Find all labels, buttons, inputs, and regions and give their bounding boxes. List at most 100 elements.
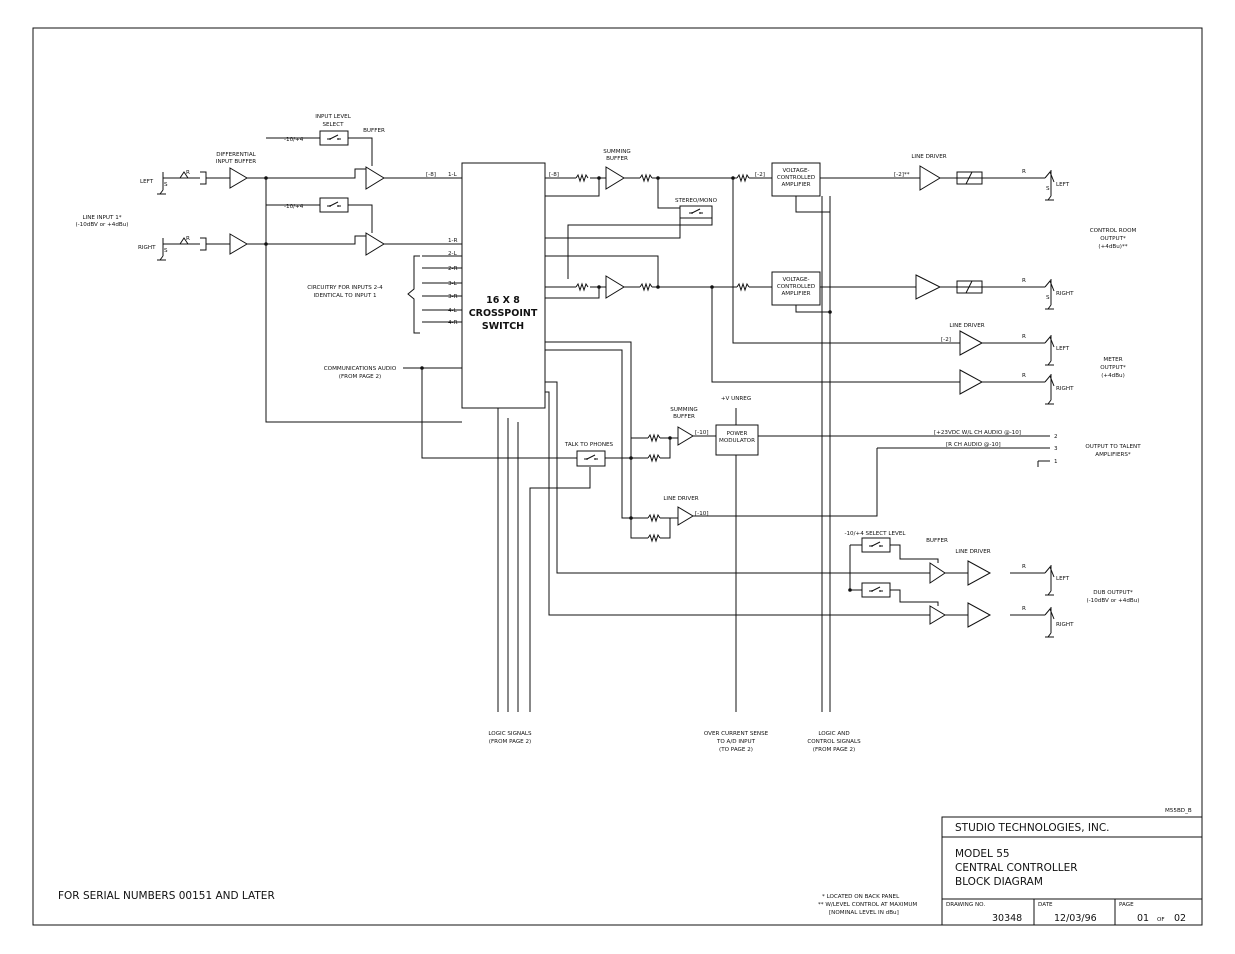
crosspoint-input-2r: 2-R — [448, 266, 458, 272]
power-modulator-label-1: POWER — [727, 431, 748, 437]
meter-right-label: RIGHT — [1056, 386, 1074, 392]
dub-output-label-1: DUB OUTPUT* — [1093, 590, 1133, 596]
footnote-3: [NOMINAL LEVEL IN dBu] — [829, 910, 899, 916]
crosspoint-label-3: SWITCH — [482, 321, 524, 332]
summing-buffer-label-1: SUMMING — [603, 149, 630, 155]
dub-output-label-2: (-10dBV or +4dBu) — [1086, 598, 1139, 604]
cr-left-sleeve: S — [1046, 186, 1050, 192]
level-switch-label-1: -10/+4 — [284, 137, 304, 143]
resistors — [575, 174, 750, 542]
footnote-2: ** W/LEVEL CONTROL AT MAXIMUM — [818, 902, 917, 908]
v-unreg-label: +V UNREG — [721, 396, 751, 402]
input-resistor-right: R — [186, 236, 190, 242]
switches — [319, 130, 891, 598]
vca-right-label-3: AMPLIFIER — [781, 291, 810, 297]
cr-right-resistor: R — [1022, 278, 1026, 284]
meter-left-label: LEFT — [1056, 346, 1070, 352]
diff-buffer-label-2: INPUT BUFFER — [216, 159, 256, 165]
meter-output-label-2: OUTPUT* — [1100, 365, 1126, 371]
talent-label-1: OUTPUT TO TALENT — [1085, 444, 1141, 450]
power-modulator-label-2: MODULATOR — [719, 438, 755, 444]
meter-right-resistor: R — [1022, 373, 1026, 379]
circuitry-note-2: IDENTICAL TO INPUT 1 — [313, 293, 376, 299]
cr-left-label: LEFT — [1056, 182, 1070, 188]
crosspoint-input-1r: 1-R — [448, 238, 458, 244]
over-current-label-1: OVER CURRENT SENSE — [704, 731, 769, 737]
page-of: OF — [1157, 917, 1165, 923]
meter-left-resistor: R — [1022, 334, 1026, 340]
input-jacks — [157, 171, 230, 261]
page-number: 01 — [1137, 913, 1149, 924]
date-value: 12/03/96 — [1054, 913, 1097, 924]
dub-left-resistor: R — [1022, 564, 1026, 570]
power-modulator-block — [715, 424, 759, 456]
vca-right-block — [771, 271, 821, 306]
control-room-label-2: OUTPUT* — [1100, 236, 1126, 242]
comm-audio-label-2: (FROM PAGE 2) — [339, 374, 381, 380]
line-driver-label-talent: LINE DRIVER — [663, 496, 698, 502]
drawing-title-2: CENTRAL CONTROLLER — [955, 862, 1078, 874]
crosspoint-input-3r: 3-R — [448, 294, 458, 300]
talent-line-1-label: [+23VDC W/L CH AUDIO @-10] — [934, 430, 1021, 436]
line-driver-label-cr: LINE DRIVER — [911, 154, 946, 160]
vca-left-label-2: CONTROLLED — [777, 175, 815, 181]
page-label: PAGE — [1119, 902, 1134, 908]
crosspoint-label-1: 16 X 8 — [486, 295, 520, 306]
line-input-label-1: LINE INPUT 1* — [82, 215, 121, 221]
talent-pin-3: 3 — [1054, 446, 1058, 452]
logic-control-label-3: (FROM PAGE 2) — [813, 747, 855, 753]
vca-right-label-1: VOLTAGE- — [782, 277, 809, 283]
logic-control-label-1: LOGIC AND — [818, 731, 849, 737]
serial-note: FOR SERIAL NUMBERS 00151 AND LATER — [58, 890, 275, 902]
over-current-label-3: (TO PAGE 2) — [719, 747, 753, 753]
level-tag-cr-out: [-2]** — [894, 172, 910, 178]
logic-signals-label-2: (FROM PAGE 2) — [489, 739, 531, 745]
cr-left-resistor: R — [1022, 169, 1026, 175]
amplifiers — [229, 165, 992, 628]
drawing-title-1: MODEL 55 — [955, 848, 1010, 860]
page-total: 02 — [1174, 913, 1186, 924]
file-code: M55BD_B — [1165, 808, 1192, 814]
summing-buffer-label-2: BUFFER — [606, 156, 628, 162]
crosspoint-label-2: CROSSPOINT — [469, 308, 538, 319]
vca-left-label-3: AMPLIFIER — [781, 182, 810, 188]
summing-buffer-talent-2: BUFFER — [673, 414, 695, 420]
input-sleeve-left: S — [164, 182, 168, 188]
vca-left-block — [771, 162, 821, 197]
dub-right-resistor: R — [1022, 606, 1026, 612]
line-driver-label-meter: LINE DRIVER — [949, 323, 984, 329]
stereo-mono-label: STEREO/MONO — [675, 198, 718, 204]
drawing-no-label: DRAWING NO. — [946, 902, 985, 908]
input-left-label: LEFT — [140, 179, 154, 185]
control-room-label-3: (+4dBu)** — [1098, 244, 1127, 250]
crosspoint-input-4l: 4-L — [448, 308, 458, 314]
dub-right-label: RIGHT — [1056, 622, 1074, 628]
sheet-border — [32, 27, 1203, 926]
over-current-label-2: TO A/D INPUT — [716, 739, 756, 745]
crosspoint-input-4r: 4-R — [448, 320, 458, 326]
talent-line-2-label: [R CH AUDIO @-10] — [946, 442, 1001, 448]
drawing-no-value: 30348 — [992, 913, 1022, 924]
cr-right-label: RIGHT — [1056, 291, 1074, 297]
circuitry-note-1: CIRCUITRY FOR INPUTS 2-4 — [307, 285, 383, 291]
line-input-label-2: (-10dBV or +4dBu) — [75, 222, 128, 228]
level-tag-crosspoint-out: [-8] — [549, 172, 559, 178]
input-level-select-label-1: INPUT LEVEL — [315, 114, 352, 120]
level-tag-talent-right: [-10] — [695, 511, 709, 517]
diff-buffer-label-1: DIFFERENTIAL — [216, 152, 256, 158]
company-name: STUDIO TECHNOLOGIES, INC. — [955, 822, 1110, 834]
comm-audio-label-1: COMMUNICATIONS AUDIO — [324, 366, 397, 372]
control-room-label-1: CONTROL ROOM — [1090, 228, 1137, 234]
footnote-1: * LOCATED ON BACK PANEL — [822, 894, 900, 900]
summing-buffer-talent-1: SUMMING — [670, 407, 697, 413]
logic-signals-label-1: LOGIC SIGNALS — [488, 731, 532, 737]
input-resistor-left: R — [186, 170, 190, 176]
junction-dots — [264, 176, 852, 592]
buffer-label-dub: BUFFER — [926, 538, 948, 544]
drawing-title-3: BLOCK DIAGRAM — [955, 876, 1043, 888]
cr-right-sleeve: S — [1046, 295, 1050, 301]
crosspoint-input-1l: 1-L — [448, 172, 458, 178]
crosspoint-input-2l: 2-L — [448, 251, 458, 257]
crosspoint-switch-block — [461, 162, 546, 409]
